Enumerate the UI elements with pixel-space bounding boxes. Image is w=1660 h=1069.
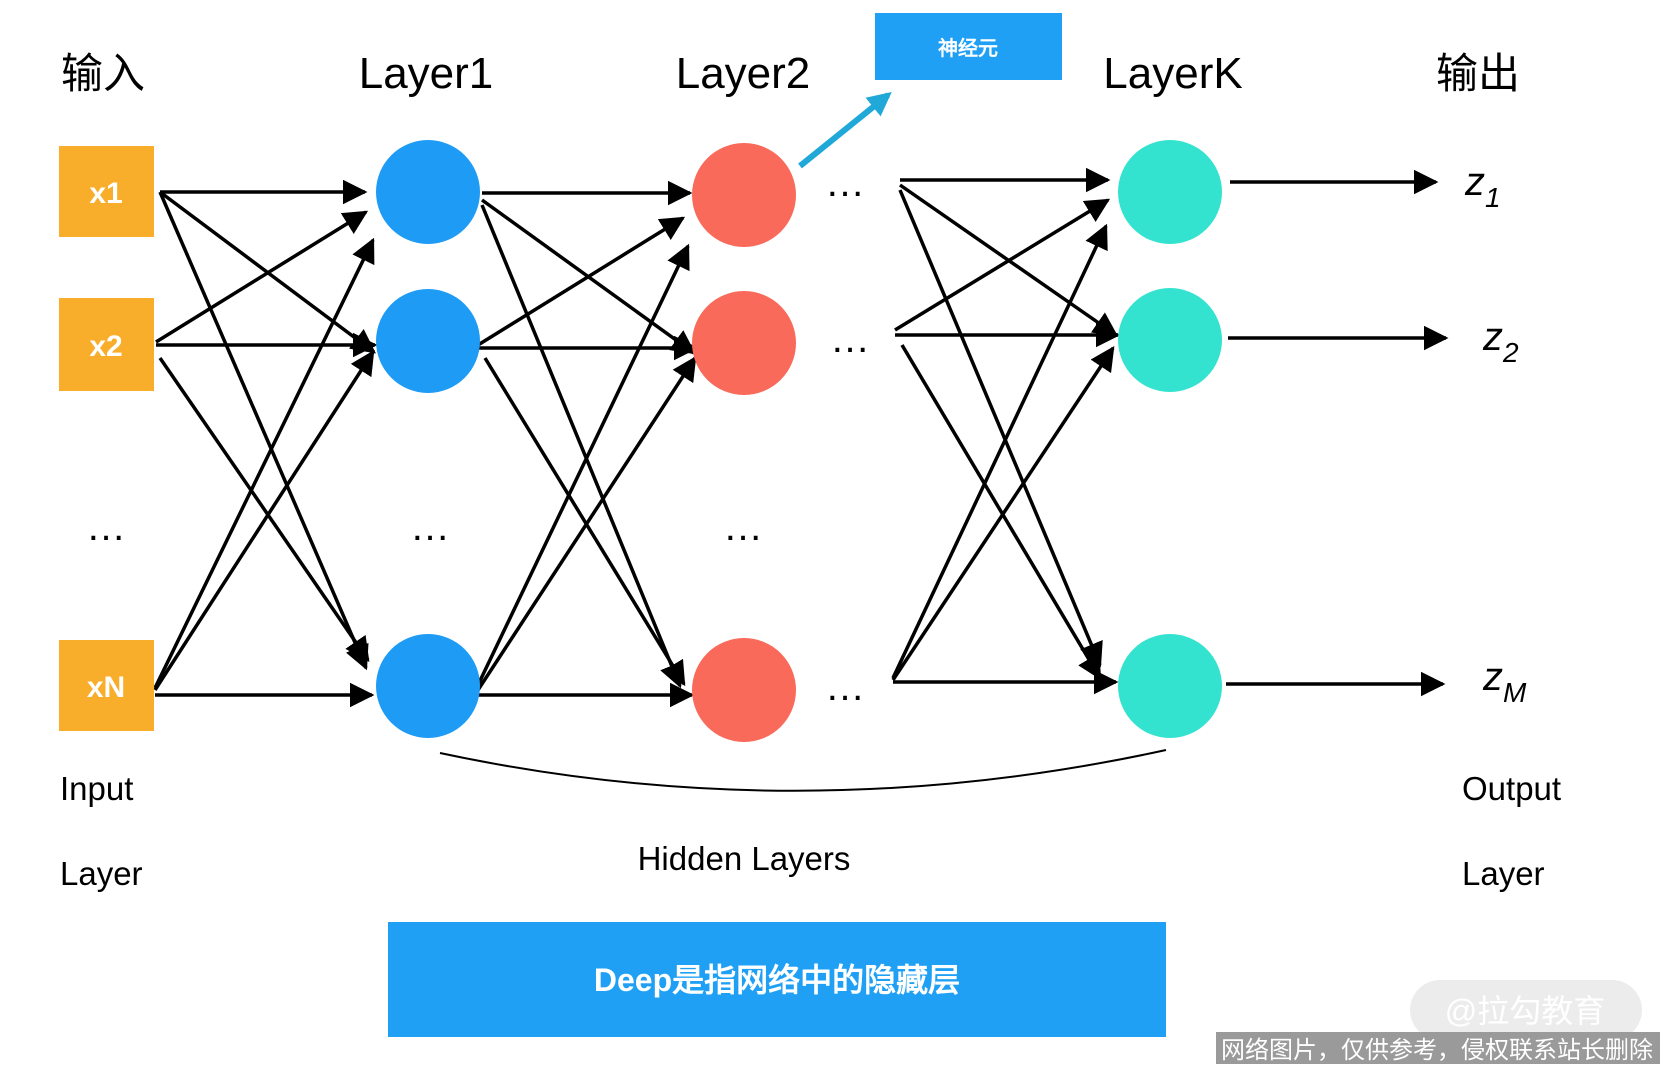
header-output: 输出 (1436, 50, 1520, 97)
header-layer2: Layer2 (676, 49, 811, 98)
ellipsis: … (410, 505, 450, 549)
deep-banner (388, 922, 1166, 1037)
input-node (59, 640, 154, 731)
ellipsis: … (825, 161, 865, 205)
input-node (59, 298, 154, 391)
layerk-neuron (1118, 288, 1222, 392)
neuron-callout-arrow (798, 91, 892, 169)
input-node-label: x1 (89, 177, 122, 210)
connections-layerk-output (1226, 169, 1449, 697)
deep-banner-text: Deep是指网络中的隐藏层 (594, 962, 960, 998)
layer1-neuron (376, 289, 480, 393)
layer1 (376, 140, 480, 738)
connections-layer1-layer2 (476, 180, 699, 708)
header-layerk: LayerK (1103, 49, 1242, 98)
watermark-notice: 网络图片，仅供参考，侵权联系站长删除 (1221, 1037, 1653, 1064)
input-layer: x1 x2 xN (59, 146, 154, 731)
watermark-handle-bg (1410, 980, 1642, 1040)
input-node-label: x2 (89, 330, 122, 363)
layer2-neuron (692, 143, 796, 247)
output-label: z2 (1482, 315, 1519, 368)
layerk (1118, 140, 1222, 738)
layerk-neuron (1118, 140, 1222, 244)
ellipsis-group: … … … … … … (86, 161, 870, 709)
output-label: zM (1482, 655, 1527, 708)
layer2 (692, 143, 796, 742)
ellipsis: … (723, 505, 763, 549)
output-layer-label: Layer (1462, 855, 1545, 892)
neuron-callout-box (875, 13, 1062, 80)
input-layer-label: Layer (60, 855, 143, 892)
hidden-layers-brace (439, 749, 1167, 792)
layer2-neuron (692, 638, 796, 742)
ellipsis: … (830, 317, 870, 361)
input-node (59, 146, 154, 237)
layer1-neuron (376, 634, 480, 738)
header-input: 输入 (61, 50, 145, 97)
hidden-layers-label: Hidden Layers (638, 840, 851, 877)
watermark-handle: @拉勾教育 (1445, 993, 1606, 1029)
input-node-label: xN (87, 671, 125, 704)
output-layer: z1 z2 zM (1464, 160, 1527, 708)
layer2-neuron (692, 291, 796, 395)
connections-hidden-layerk (891, 167, 1121, 695)
watermark-notice-bg (1216, 1032, 1660, 1064)
connections-input-layer1 (153, 179, 378, 708)
output-label: z1 (1464, 160, 1501, 213)
neuron-callout-label: 神经元 (938, 36, 998, 60)
layerk-neuron (1118, 634, 1222, 738)
input-layer-label: Input (60, 770, 133, 807)
layer1-neuron (376, 140, 480, 244)
output-layer-label: Output (1462, 770, 1561, 807)
ellipsis: … (86, 505, 126, 549)
ellipsis: … (825, 665, 865, 709)
header-layer1: Layer1 (359, 49, 494, 98)
